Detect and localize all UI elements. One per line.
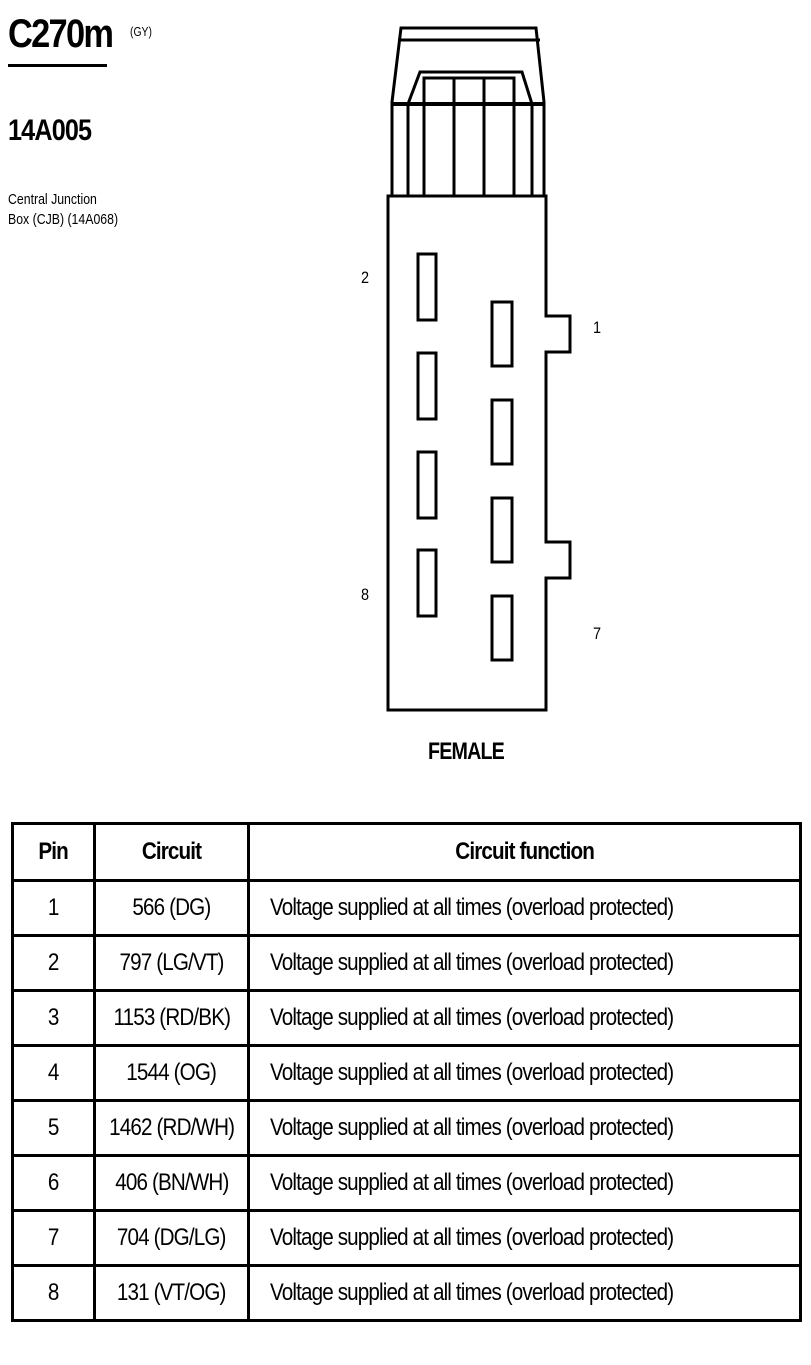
- connector-latch: [390, 26, 546, 196]
- table-row: 2 797 (LG/VT) Voltage supplied at all ti…: [11, 934, 802, 992]
- pin-cavity-3: [490, 398, 514, 466]
- table-row: 5 1462 (RD/WH) Voltage supplied at all t…: [11, 1099, 802, 1157]
- connector-description: Central Junction Box (CJB) (14A068): [8, 190, 118, 230]
- cell-pin: 4: [11, 1044, 96, 1102]
- cell-function: Voltage supplied at all times (overload …: [247, 989, 802, 1047]
- pin-cavity-2: [416, 252, 438, 322]
- cell-function: Voltage supplied at all times (overload …: [247, 1099, 802, 1157]
- cell-circuit: 131 (VT/OG): [93, 1264, 250, 1322]
- pinout-table: Pin Circuit Circuit function 1 566 (DG) …: [11, 822, 802, 1322]
- cell-pin: 8: [11, 1264, 96, 1322]
- part-number: 14A005: [8, 114, 92, 147]
- gender-label: FEMALE: [428, 738, 505, 765]
- cell-function: Voltage supplied at all times (overload …: [247, 1264, 802, 1322]
- latch-inner-frame: [406, 70, 534, 196]
- connector-body-outline: [386, 194, 572, 712]
- pin-cavity-4: [416, 351, 438, 421]
- cell-circuit: 566 (DG): [93, 879, 250, 937]
- latch-window: [422, 76, 516, 196]
- table-row: 3 1153 (RD/BK) Voltage supplied at all t…: [11, 989, 802, 1047]
- cell-pin: 2: [11, 934, 96, 992]
- cell-pin: 6: [11, 1154, 96, 1212]
- cell-function: Voltage supplied at all times (overload …: [247, 1044, 802, 1102]
- cell-pin: 7: [11, 1209, 96, 1267]
- cell-circuit: 704 (DG/LG): [93, 1209, 250, 1267]
- header-circuit: Circuit: [93, 822, 250, 882]
- description-line-2: Box (CJB) (14A068): [8, 211, 119, 228]
- table-row: 4 1544 (OG) Voltage supplied at all time…: [11, 1044, 802, 1102]
- cell-function: Voltage supplied at all times (overload …: [247, 1154, 802, 1212]
- cell-circuit: 1153 (RD/BK): [93, 989, 250, 1047]
- header-circuit-function: Circuit function: [247, 822, 802, 882]
- table-row: 8 131 (VT/OG) Voltage supplied at all ti…: [11, 1264, 802, 1322]
- table-row: 1 566 (DG) Voltage supplied at all times…: [11, 879, 802, 937]
- pin-cavity-5: [490, 496, 514, 564]
- table-row: 6 406 (BN/WH) Voltage supplied at all ti…: [11, 1154, 802, 1212]
- connector-face-diagram: [386, 26, 572, 712]
- pin-label-2: 2: [361, 268, 370, 287]
- connector-id-title: C270m: [8, 12, 114, 56]
- cell-pin: 3: [11, 989, 96, 1047]
- cell-circuit: 406 (BN/WH): [93, 1154, 250, 1212]
- cell-function: Voltage supplied at all times (overload …: [247, 934, 802, 992]
- cell-function: Voltage supplied at all times (overload …: [247, 879, 802, 937]
- pin-label-8: 8: [361, 585, 370, 604]
- pin-cavity-1: [490, 300, 514, 368]
- pin-cavity-8: [416, 548, 438, 618]
- cell-pin: 5: [11, 1099, 96, 1157]
- cell-function: Voltage supplied at all times (overload …: [247, 1209, 802, 1267]
- cell-pin: 1: [11, 879, 96, 937]
- pin-cavity-7: [490, 594, 514, 662]
- description-line-1: Central Junction: [8, 191, 97, 208]
- header-pin: Pin: [11, 822, 96, 882]
- pin-label-1: 1: [593, 318, 602, 337]
- table-row: 7 704 (DG/LG) Voltage supplied at all ti…: [11, 1209, 802, 1267]
- title-underline: [8, 64, 107, 67]
- cell-circuit: 1462 (RD/WH): [93, 1099, 250, 1157]
- cell-circuit: 1544 (OG): [93, 1044, 250, 1102]
- table-header-row: Pin Circuit Circuit function: [11, 822, 802, 882]
- pin-label-7: 7: [593, 624, 602, 643]
- color-code: (GY): [130, 24, 152, 39]
- cell-circuit: 797 (LG/VT): [93, 934, 250, 992]
- pin-cavity-6: [416, 450, 438, 520]
